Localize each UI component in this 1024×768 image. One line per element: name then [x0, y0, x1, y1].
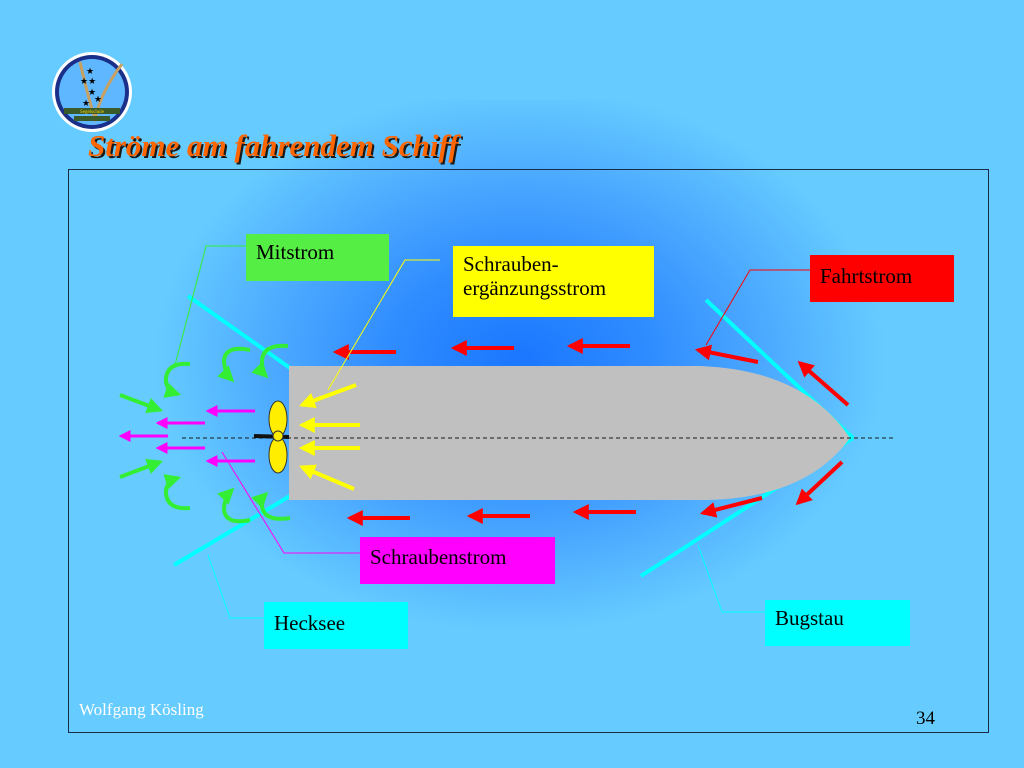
leader-lines	[174, 245, 810, 619]
fahrtstrom-arrows	[332, 338, 850, 526]
svg-text:★: ★	[86, 66, 94, 76]
ship-hull	[289, 366, 850, 500]
svg-text:★★: ★★	[80, 76, 96, 86]
label-schrauben-ergaenzungsstrom: Schrauben- ergänzungsstrom	[453, 246, 654, 317]
svg-text:Segelschule: Segelschule	[80, 110, 105, 115]
leader-hecksee	[207, 554, 264, 619]
svg-text:★: ★	[88, 87, 96, 97]
svg-text:★: ★	[82, 98, 90, 108]
leader-ergaenzung	[327, 259, 440, 391]
leader-bugstau	[697, 544, 765, 613]
footer-author: Wolfgang Kösling	[79, 700, 204, 719]
propeller-icon	[253, 400, 290, 474]
label-ergaenzung-line1: Schrauben-	[463, 252, 559, 276]
leader-mitstrom	[174, 245, 246, 366]
schraubenstrom-arrows	[118, 405, 255, 467]
svg-text:★: ★	[94, 94, 102, 104]
label-mitstrom: Mitstrom	[246, 234, 389, 281]
slide-title: Ströme am fahrendem Schiff	[88, 128, 459, 163]
leader-fahrtstrom	[705, 269, 810, 346]
page-number: 34	[916, 708, 935, 729]
club-emblem-stars-icon: ★ ★★ ★ ★ ★ Segelschule	[52, 52, 132, 132]
diagram-frame	[68, 169, 989, 733]
label-ergaenzung-line2: ergänzungsstrom	[463, 276, 607, 300]
label-fahrtstrom: Fahrtstrom	[810, 255, 954, 302]
leader-schraubenstrom	[221, 451, 360, 554]
mitstrom-arrows	[119, 343, 291, 524]
label-schraubenstrom: Schraubenstrom	[360, 537, 555, 584]
label-bugstau: Bugstau	[765, 600, 910, 646]
hecksee-wave-lines	[172, 294, 292, 567]
label-hecksee: Hecksee	[264, 602, 408, 649]
ergaenzungsstrom-arrows	[298, 383, 360, 491]
